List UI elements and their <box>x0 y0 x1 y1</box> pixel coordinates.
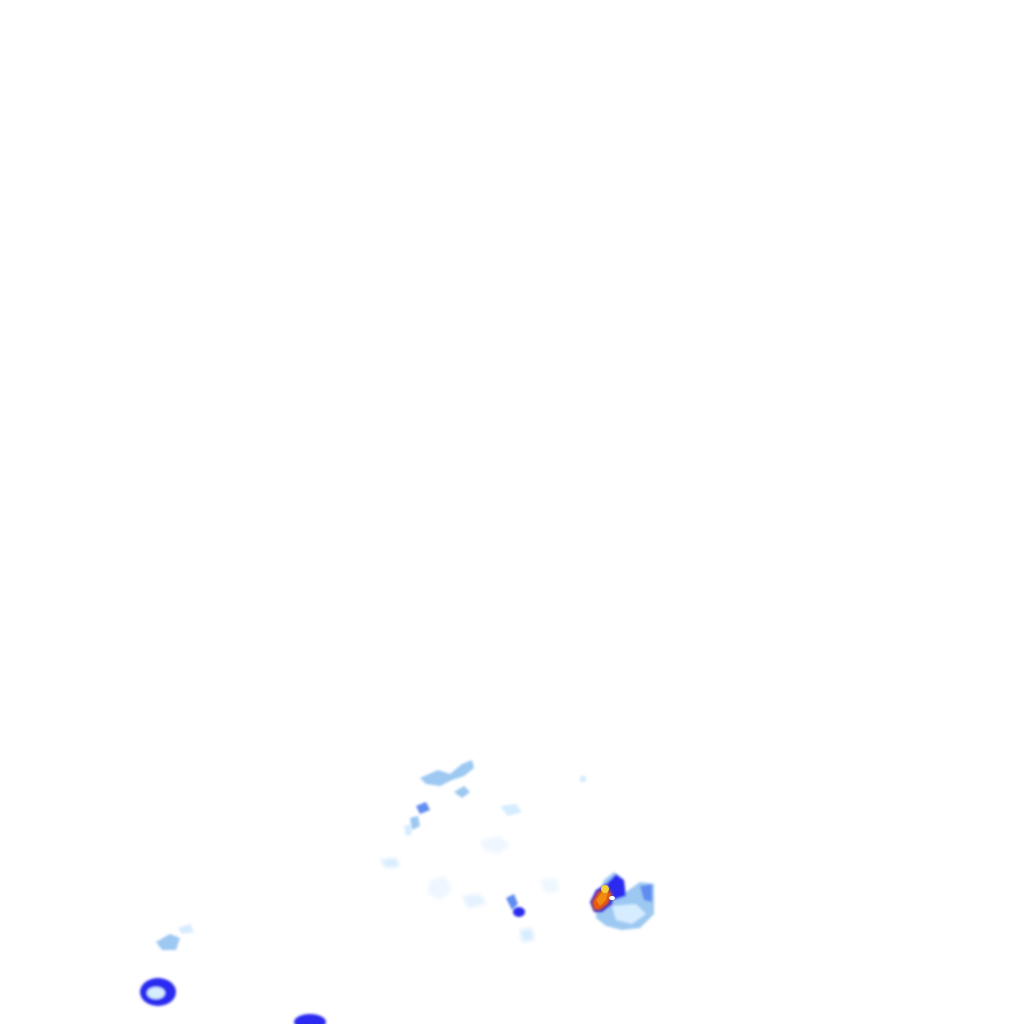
eastern-storm-cell <box>590 884 615 912</box>
central-scattered-echoes <box>380 836 560 942</box>
southern-edge-cell <box>294 1014 326 1024</box>
central-small-cell <box>506 894 525 917</box>
southwest-light-cell <box>156 924 194 950</box>
southwest-ring-cell <box>140 978 176 1006</box>
northern-scattered-echoes <box>404 760 586 836</box>
